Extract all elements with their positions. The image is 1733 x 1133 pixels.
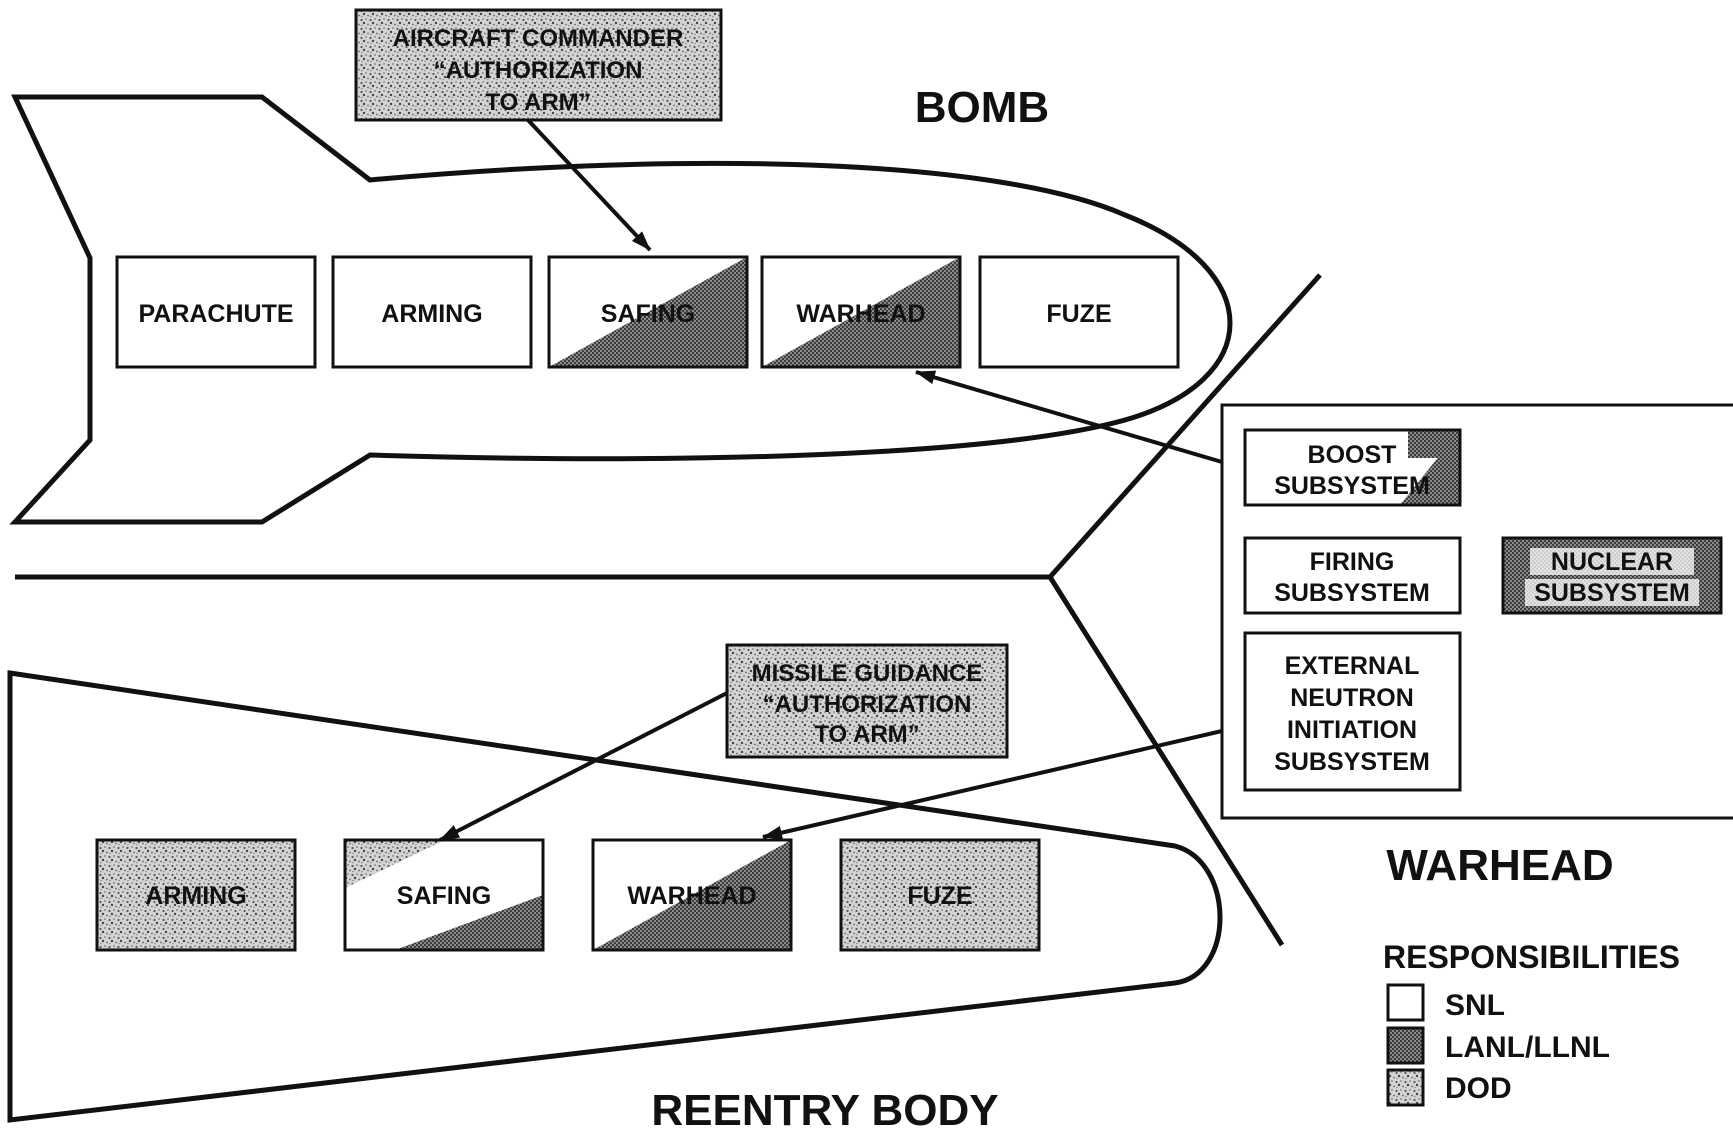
box-label-2: SUBSYSTEM bbox=[1274, 472, 1430, 500]
box-label: ARMING bbox=[145, 882, 246, 910]
callout-line-3: TO ARM” bbox=[485, 89, 590, 116]
warhead-title: WARHEAD bbox=[1386, 841, 1613, 890]
box-label: SAFING bbox=[601, 300, 695, 328]
box-label: FUZE bbox=[1046, 300, 1111, 328]
box-label: WARHEAD bbox=[796, 300, 925, 328]
warhead-to-bomb-warhead-arrow bbox=[915, 370, 1223, 464]
box-label: FUZE bbox=[907, 882, 972, 910]
legend-label-snl: SNL bbox=[1445, 989, 1505, 1022]
external-neutron-initiation-subsystem-box: EXTERNAL NEUTRON INITIATION SUBSYSTEM bbox=[1243, 631, 1462, 792]
box-label-1: BOOST bbox=[1308, 441, 1397, 469]
legend-label-dod: DOD bbox=[1445, 1072, 1512, 1105]
box-label-4: SUBSYSTEM bbox=[1274, 748, 1430, 776]
bomb-warhead-box: WARHEAD bbox=[760, 255, 962, 369]
nuclear-subsystem-box: NUCLEAR SUBSYSTEM bbox=[1501, 536, 1723, 615]
box-label: SAFING bbox=[397, 882, 491, 910]
responsibilities-legend: RESPONSIBILITIES SNL LANL/LLNL DOD bbox=[1383, 939, 1680, 1107]
bomb-safing-box: SAFING bbox=[547, 255, 749, 369]
legend-swatch-snl bbox=[1386, 983, 1425, 1022]
warhead-divider-lower bbox=[1047, 575, 1285, 947]
bomb-fuze-box: FUZE bbox=[978, 255, 1180, 369]
box-label-2: NEUTRON bbox=[1290, 684, 1414, 712]
reentry-authorization-arrow bbox=[439, 691, 728, 842]
box-label-2: SUBSYSTEM bbox=[1274, 579, 1430, 607]
legend-label-lanl-llnl: LANL/LLNL bbox=[1445, 1031, 1610, 1064]
legend-title: RESPONSIBILITIES bbox=[1383, 939, 1680, 975]
callout-line-3: TO ARM” bbox=[814, 721, 919, 748]
box-label-1: EXTERNAL bbox=[1285, 652, 1420, 680]
box-label-1: FIRING bbox=[1310, 548, 1395, 576]
bomb-authorization-arrow bbox=[526, 118, 652, 252]
legend-swatch-dod bbox=[1386, 1068, 1425, 1107]
missile-guidance-callout: MISSILE GUIDANCE “AUTHORIZATION TO ARM” bbox=[725, 643, 1009, 759]
bomb-outline bbox=[9, 94, 1233, 525]
box-label-3: INITIATION bbox=[1287, 716, 1417, 744]
box-label: PARACHUTE bbox=[138, 300, 293, 328]
warhead-to-reentry-warhead-arrow bbox=[762, 729, 1223, 840]
bomb-title: BOMB bbox=[915, 83, 1049, 132]
callout-line-2: “AUTHORIZATION bbox=[763, 691, 972, 718]
reentry-safing-box: SAFING bbox=[343, 838, 545, 952]
box-label-2: SUBSYSTEM bbox=[1534, 579, 1690, 607]
warhead-divider-upper bbox=[1048, 273, 1322, 579]
reentry-body-title: REENTRY BODY bbox=[651, 1086, 998, 1133]
box-label: WARHEAD bbox=[627, 882, 756, 910]
box-label-1: NUCLEAR bbox=[1551, 548, 1673, 576]
reentry-warhead-box: WARHEAD bbox=[591, 838, 793, 952]
legend-swatch-lanl-llnl bbox=[1386, 1026, 1425, 1065]
callout-line-2: “AUTHORIZATION bbox=[434, 57, 643, 84]
reentry-fuze-box: FUZE bbox=[839, 838, 1041, 952]
boost-subsystem-box: BOOST SUBSYSTEM bbox=[1243, 428, 1462, 507]
firing-subsystem-box: FIRING SUBSYSTEM bbox=[1243, 536, 1462, 615]
bomb-arming-box: ARMING bbox=[331, 255, 533, 369]
reentry-arming-box: ARMING bbox=[95, 838, 297, 952]
box-label: ARMING bbox=[381, 300, 482, 328]
aircraft-commander-callout: AIRCRAFT COMMANDER “AUTHORIZATION TO ARM… bbox=[354, 8, 723, 122]
callout-line-1: MISSILE GUIDANCE bbox=[752, 660, 983, 687]
callout-line-1: AIRCRAFT COMMANDER bbox=[393, 25, 684, 52]
reentry-body-outline bbox=[7, 670, 1223, 1123]
bomb-parachute-box: PARACHUTE bbox=[115, 255, 317, 369]
